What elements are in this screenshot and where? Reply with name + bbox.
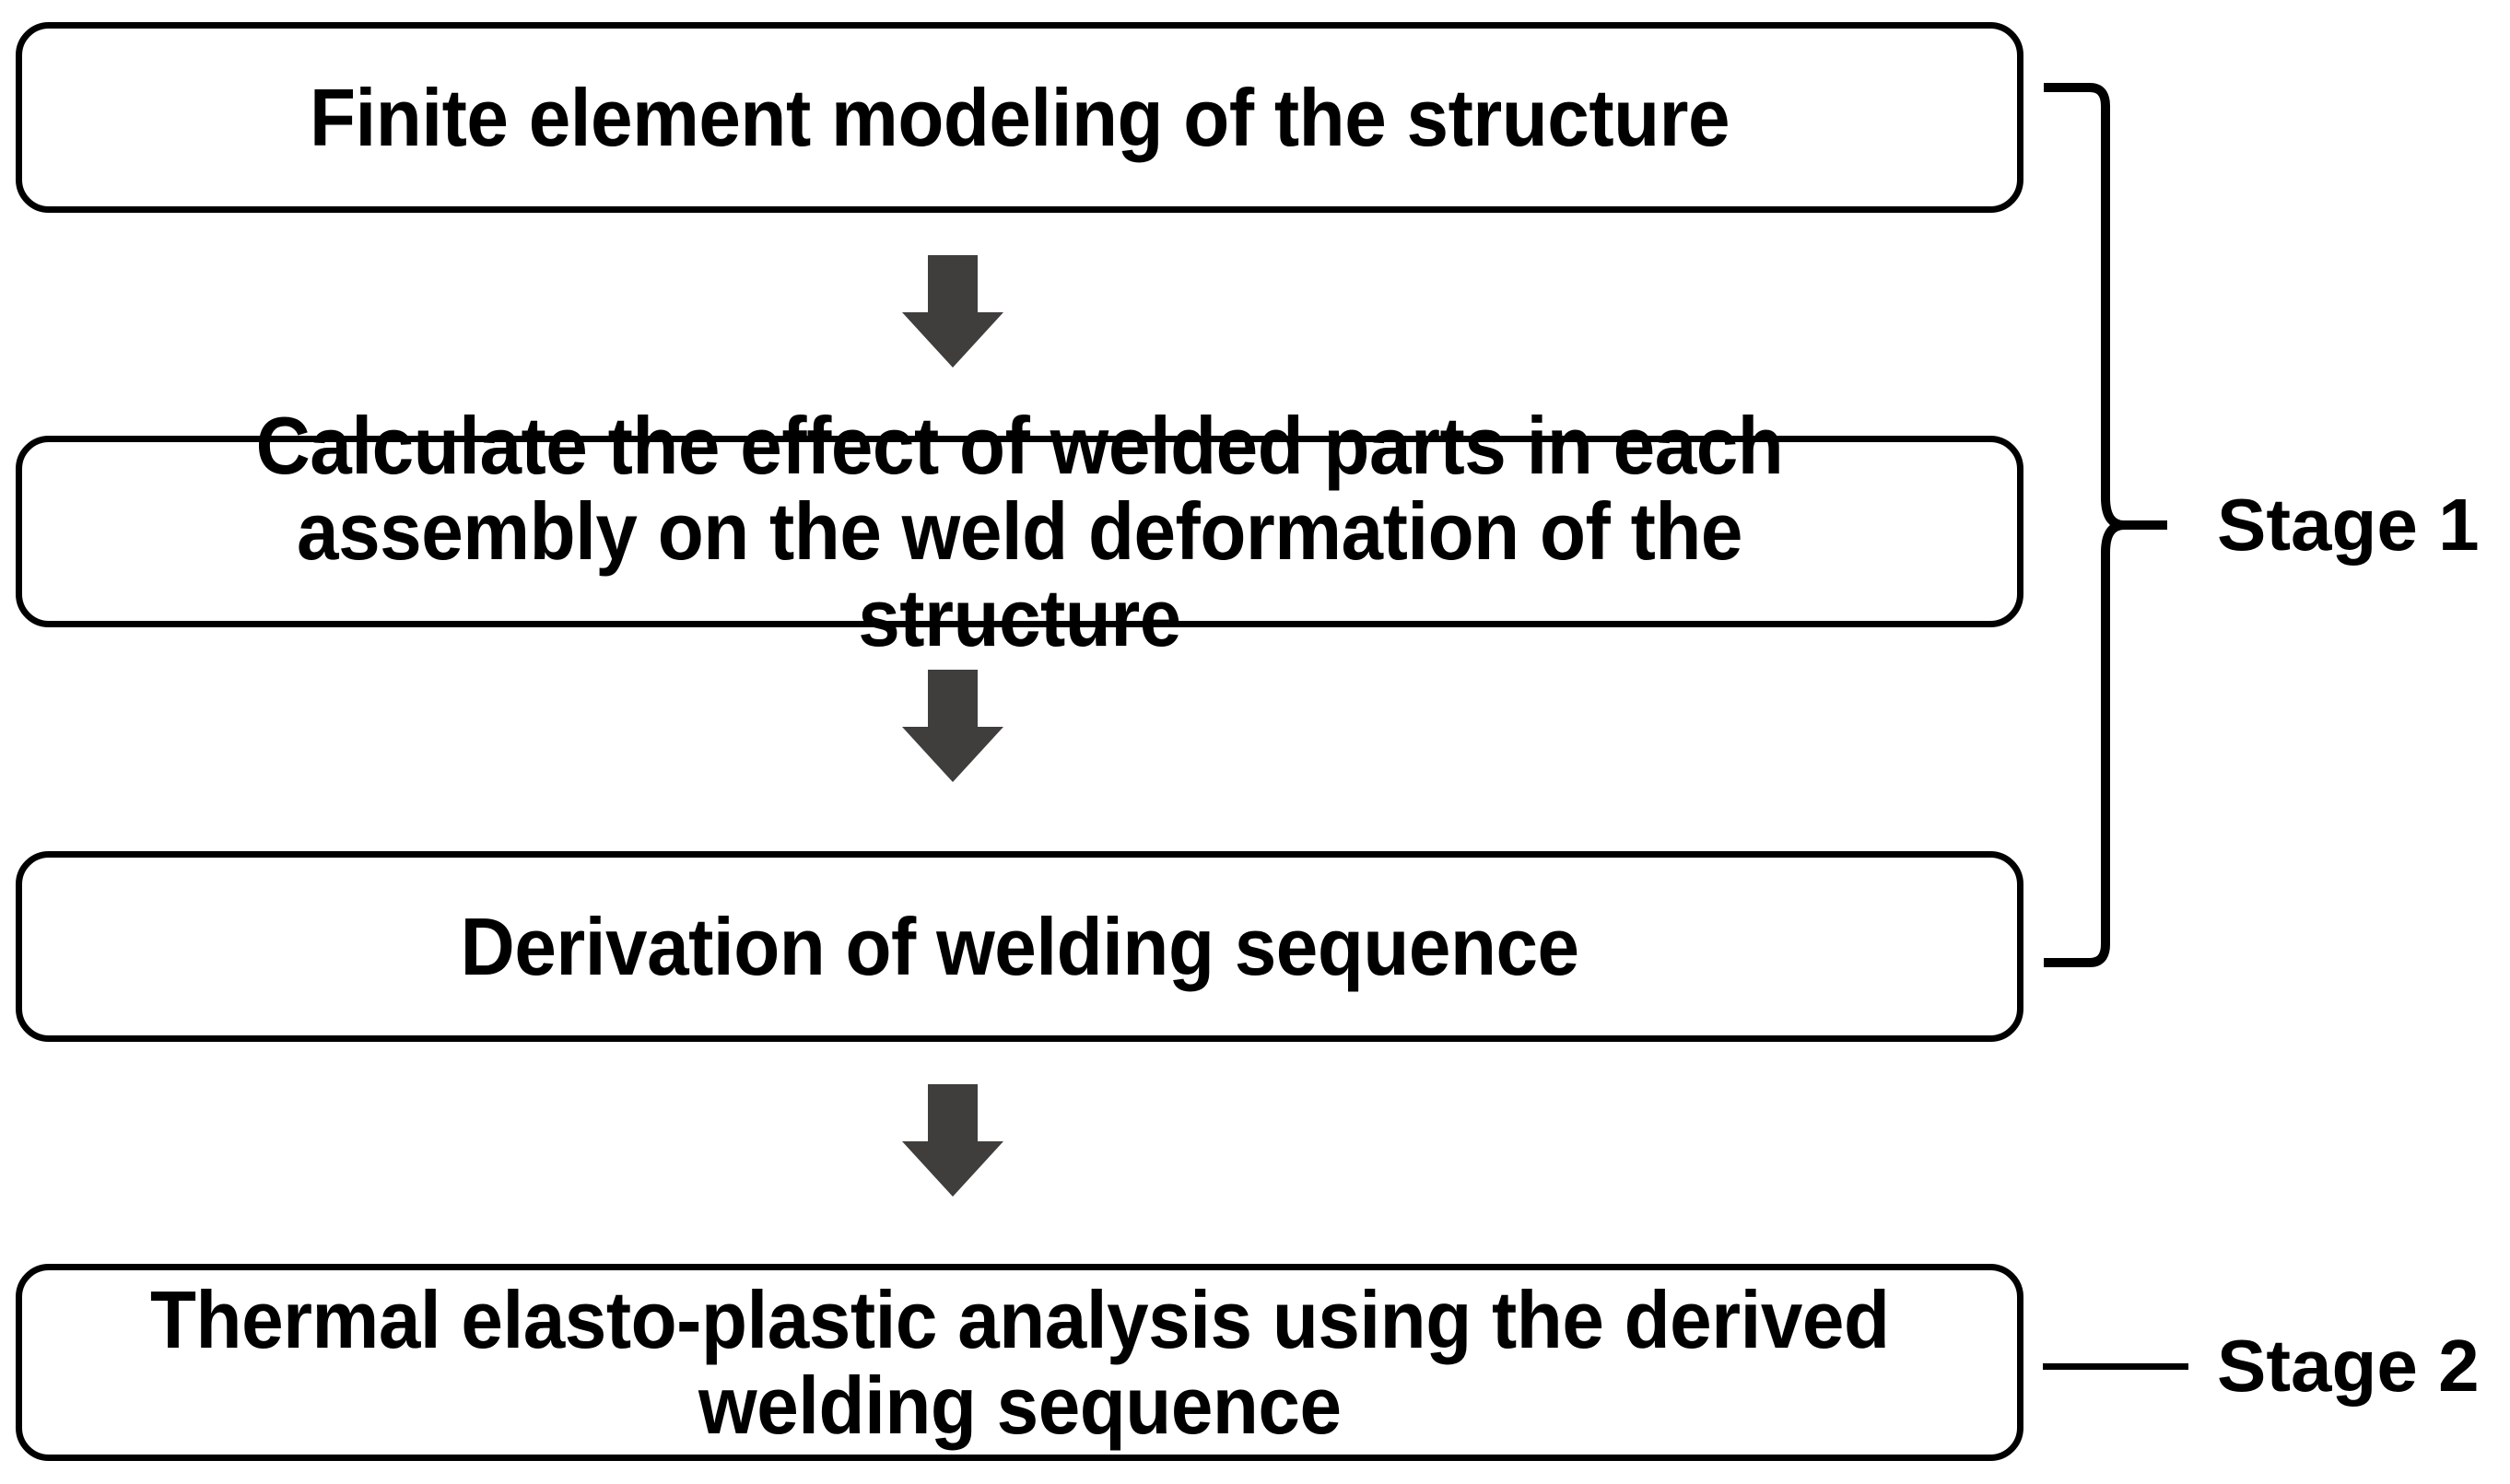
process-box-calculate-welded-parts-effect[interactable]: Calculate the effect of welded parts in … <box>16 403 2023 660</box>
stage-2-connector-line <box>2043 1363 2188 1370</box>
process-box-finite-element-modeling[interactable]: Finite element modeling of the structure <box>16 22 2023 213</box>
process-box-label: Calculate the effect of welded parts in … <box>255 400 1784 663</box>
process-box-label: Finite element modeling of the structure <box>309 71 1730 163</box>
stage-2-label: Stage 2 <box>2217 1325 2480 1407</box>
stage-1-bracket-icon <box>2036 78 2175 972</box>
process-box-label: Thermal elasto-plastic analysis using th… <box>149 1273 1890 1451</box>
stage-1-label: Stage 1 <box>2217 484 2480 566</box>
process-box-derivation-of-welding-sequence[interactable]: Derivation of welding sequence <box>16 851 2023 1042</box>
down-arrow-icon <box>902 255 1003 368</box>
down-arrow-icon <box>902 670 1003 782</box>
down-arrow-icon <box>902 1084 1003 1197</box>
process-box-thermal-elasto-plastic-analysis[interactable]: Thermal elasto-plastic analysis using th… <box>16 1264 2023 1461</box>
process-box-label: Derivation of welding sequence <box>460 900 1579 992</box>
